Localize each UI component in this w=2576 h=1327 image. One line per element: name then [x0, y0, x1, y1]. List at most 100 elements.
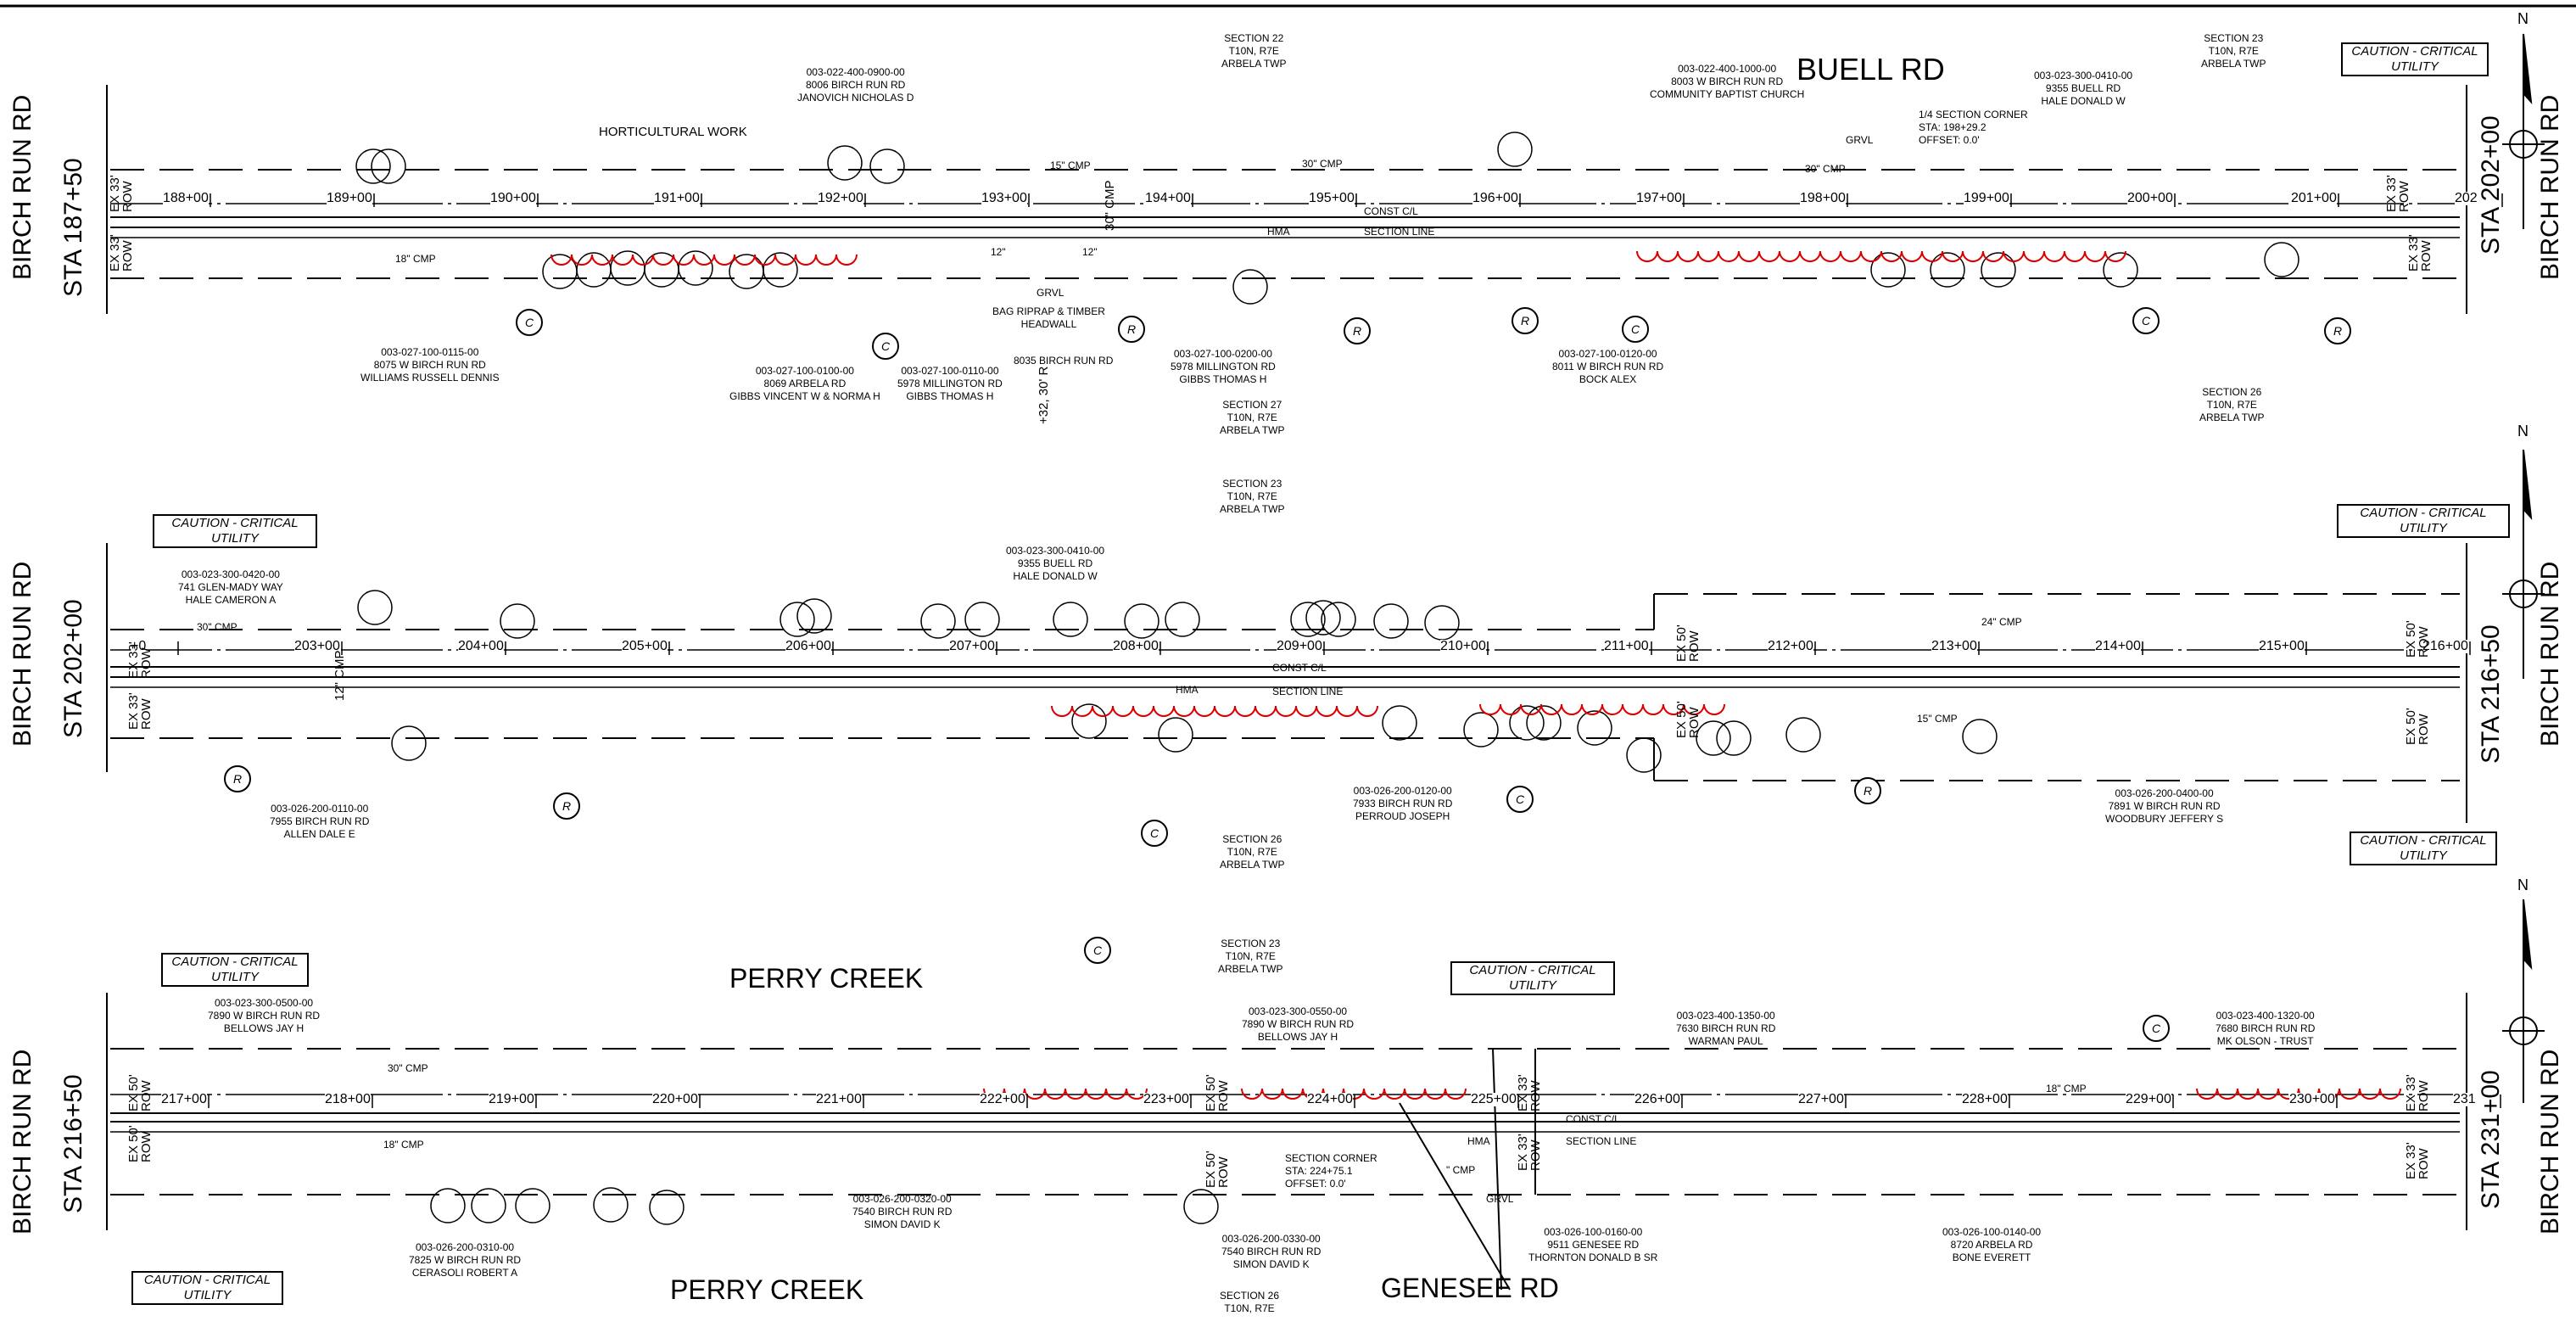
tree-symbol — [542, 254, 578, 289]
station-label: 208+00 — [1113, 639, 1159, 653]
station-label: 217+00 — [161, 1092, 207, 1106]
station-label: 192+00 — [818, 191, 863, 205]
tree-symbol — [430, 1188, 466, 1223]
parcel-label: 003-023-300-0420-00 741 GLEN-MADY WAY HA… — [178, 568, 283, 606]
station-label: 214+00 — [2095, 639, 2141, 653]
tree-symbol — [1981, 252, 2016, 288]
pipe-size-label: 12" — [1082, 246, 1098, 258]
tree-symbol — [1577, 710, 1612, 746]
station-label: 224+00 — [1307, 1092, 1353, 1106]
tree-symbol — [391, 725, 427, 761]
section-26c: SECTION 26 T10N, R7E — [1220, 1290, 1280, 1314]
parcel-label: 003-026-200-0330-00 7540 BIRCH RUN RD SI… — [1221, 1233, 1322, 1270]
tree-symbol — [1053, 602, 1088, 637]
section-line-label: SECTION LINE — [1272, 686, 1344, 697]
north-label-3: N — [2517, 876, 2529, 893]
station-label: 200+00 — [2127, 191, 2173, 205]
trees — [355, 132, 2299, 1225]
parcel-label: 003-026-200-0320-00 7540 BIRCH RUN RD SI… — [852, 1193, 953, 1230]
parcel-label: 003-027-100-0115-00 8075 W BIRCH RUN RD … — [360, 346, 500, 384]
row-label: EX 33' ROW — [108, 175, 135, 212]
culvert-label: " CMP — [1446, 1164, 1476, 1176]
tree-symbol — [827, 145, 863, 181]
panel-1-right-road: BIRCH RUN RD — [2536, 94, 2564, 280]
tree-symbol — [1785, 717, 1821, 753]
parcel-label: 003-027-100-0120-00 8011 W BIRCH RUN RD … — [1552, 348, 1664, 385]
clearing-marker: C — [1622, 316, 1649, 343]
tree-symbol — [500, 603, 535, 639]
panel-2-lines — [106, 543, 2467, 823]
clearing-limit-curve — [1051, 705, 1378, 717]
parcel-label: 003-026-200-0120-00 7933 BIRCH RUN RD PE… — [1353, 785, 1453, 822]
tree-symbol — [649, 1190, 685, 1225]
tree-symbol — [2264, 242, 2299, 277]
removal-marker: R — [1344, 317, 1371, 344]
tree-symbol — [1232, 269, 1268, 305]
removal-marker: R — [2324, 317, 2351, 344]
tree-symbol — [610, 250, 645, 286]
section-26a: SECTION 26 T10N, R7E ARBELA TWP — [2199, 386, 2265, 423]
clearing-limit-curve — [2196, 1088, 2401, 1100]
removal-marker: R — [1118, 316, 1145, 343]
tree-symbol — [1373, 603, 1409, 639]
panel-3-left-road: BIRCH RUN RD — [8, 1049, 36, 1235]
parcel-label: 003-023-300-0550-00 7890 W BIRCH RUN RD … — [1242, 1005, 1355, 1043]
caution-box-3: CAUTION - CRITICAL UTILITY — [2337, 504, 2510, 538]
station-label: 220+00 — [652, 1092, 698, 1106]
caution-box-6: CAUTION - CRITICAL UTILITY — [1450, 961, 1615, 995]
parcel-label: 003-023-300-0410-00 9355 BUELL RD HALE D… — [1006, 545, 1105, 582]
tree-symbol — [357, 590, 393, 625]
clearing-marker: C — [516, 309, 543, 336]
section-line-label: SECTION LINE — [1566, 1135, 1637, 1147]
tree-symbol — [1424, 605, 1460, 641]
row-label: EX 50' ROW — [1204, 1151, 1231, 1188]
const-cl-label: CONST C/L — [1272, 662, 1327, 674]
row-label: EX 50' ROW — [2404, 708, 2431, 745]
perry-creek-label-bottom: PERRY CREEK — [670, 1274, 864, 1305]
caution-box-7: CAUTION - CRITICAL UTILITY — [131, 1271, 283, 1305]
panel-1-left-road: BIRCH RUN RD — [8, 94, 36, 280]
clearing-marker: C — [872, 333, 899, 360]
tree-symbol — [1165, 602, 1200, 637]
panel-1-lines — [106, 85, 2467, 314]
station-label: 205+00 — [622, 639, 668, 653]
culvert-label: 18" CMP — [383, 1139, 424, 1151]
tree-symbol — [1930, 252, 1965, 288]
row-label: EX 33' ROW — [2384, 175, 2411, 212]
buell-rd-label: BUELL RD — [1796, 52, 1945, 87]
tree-symbol — [1124, 603, 1159, 639]
parcel-label: 003-027-100-0200-00 5978 MILLINGTON RD G… — [1171, 348, 1276, 385]
removal-marker: R — [1512, 307, 1539, 334]
section-23c: SECTION 23 T10N, R7E ARBELA TWP — [1218, 938, 1283, 975]
station-label: 209+00 — [1277, 639, 1322, 653]
parcel-label: 003-026-100-0160-00 9511 GENESEE RD THOR… — [1528, 1226, 1658, 1263]
parcel-label: 003-026-100-0140-00 8720 ARBELA RD BONE … — [1942, 1226, 2042, 1263]
tree-symbol — [593, 1187, 629, 1223]
panel-2-right-road: BIRCH RUN RD — [2536, 561, 2564, 747]
station-label: 222+00 — [980, 1092, 1025, 1106]
tree-symbol — [1463, 712, 1499, 747]
parcel-label: 003-026-200-0400-00 7891 W BIRCH RUN RD … — [2105, 787, 2224, 825]
row-label: EX 33' ROW — [2404, 1074, 2431, 1111]
station-label: 199+00 — [1964, 191, 2009, 205]
panel-1-left-sta: STA 187+50 — [59, 158, 87, 297]
tree-symbol — [1716, 720, 1752, 756]
birch-8035-note: 8035 BIRCH RUN RD — [1014, 355, 1114, 367]
tree-symbol — [763, 252, 798, 288]
gravel-label: GRVL — [1846, 134, 1874, 146]
tree-symbol — [920, 603, 956, 639]
tree-symbol — [964, 602, 1000, 637]
tree-symbol — [1497, 132, 1533, 167]
caution-box-1: CAUTION - CRITICAL UTILITY — [2341, 42, 2489, 76]
parcel-label: 003-022-400-0900-00 8006 BIRCH RUN RD JA… — [797, 66, 914, 104]
station-label: 223+00 — [1143, 1092, 1189, 1106]
hma-label: HMA — [1267, 226, 1290, 238]
tree-symbol — [1870, 252, 1906, 288]
tree-symbol — [1626, 737, 1662, 773]
station-label: 225+00 — [1471, 1092, 1517, 1106]
row-label: EX 50' ROW — [1674, 624, 1702, 662]
station-label: 231 — [2453, 1092, 2476, 1106]
culvert-label: 18" CMP — [395, 253, 436, 265]
section-26b: SECTION 26 T10N, R7E ARBELA TWP — [1220, 833, 1285, 871]
